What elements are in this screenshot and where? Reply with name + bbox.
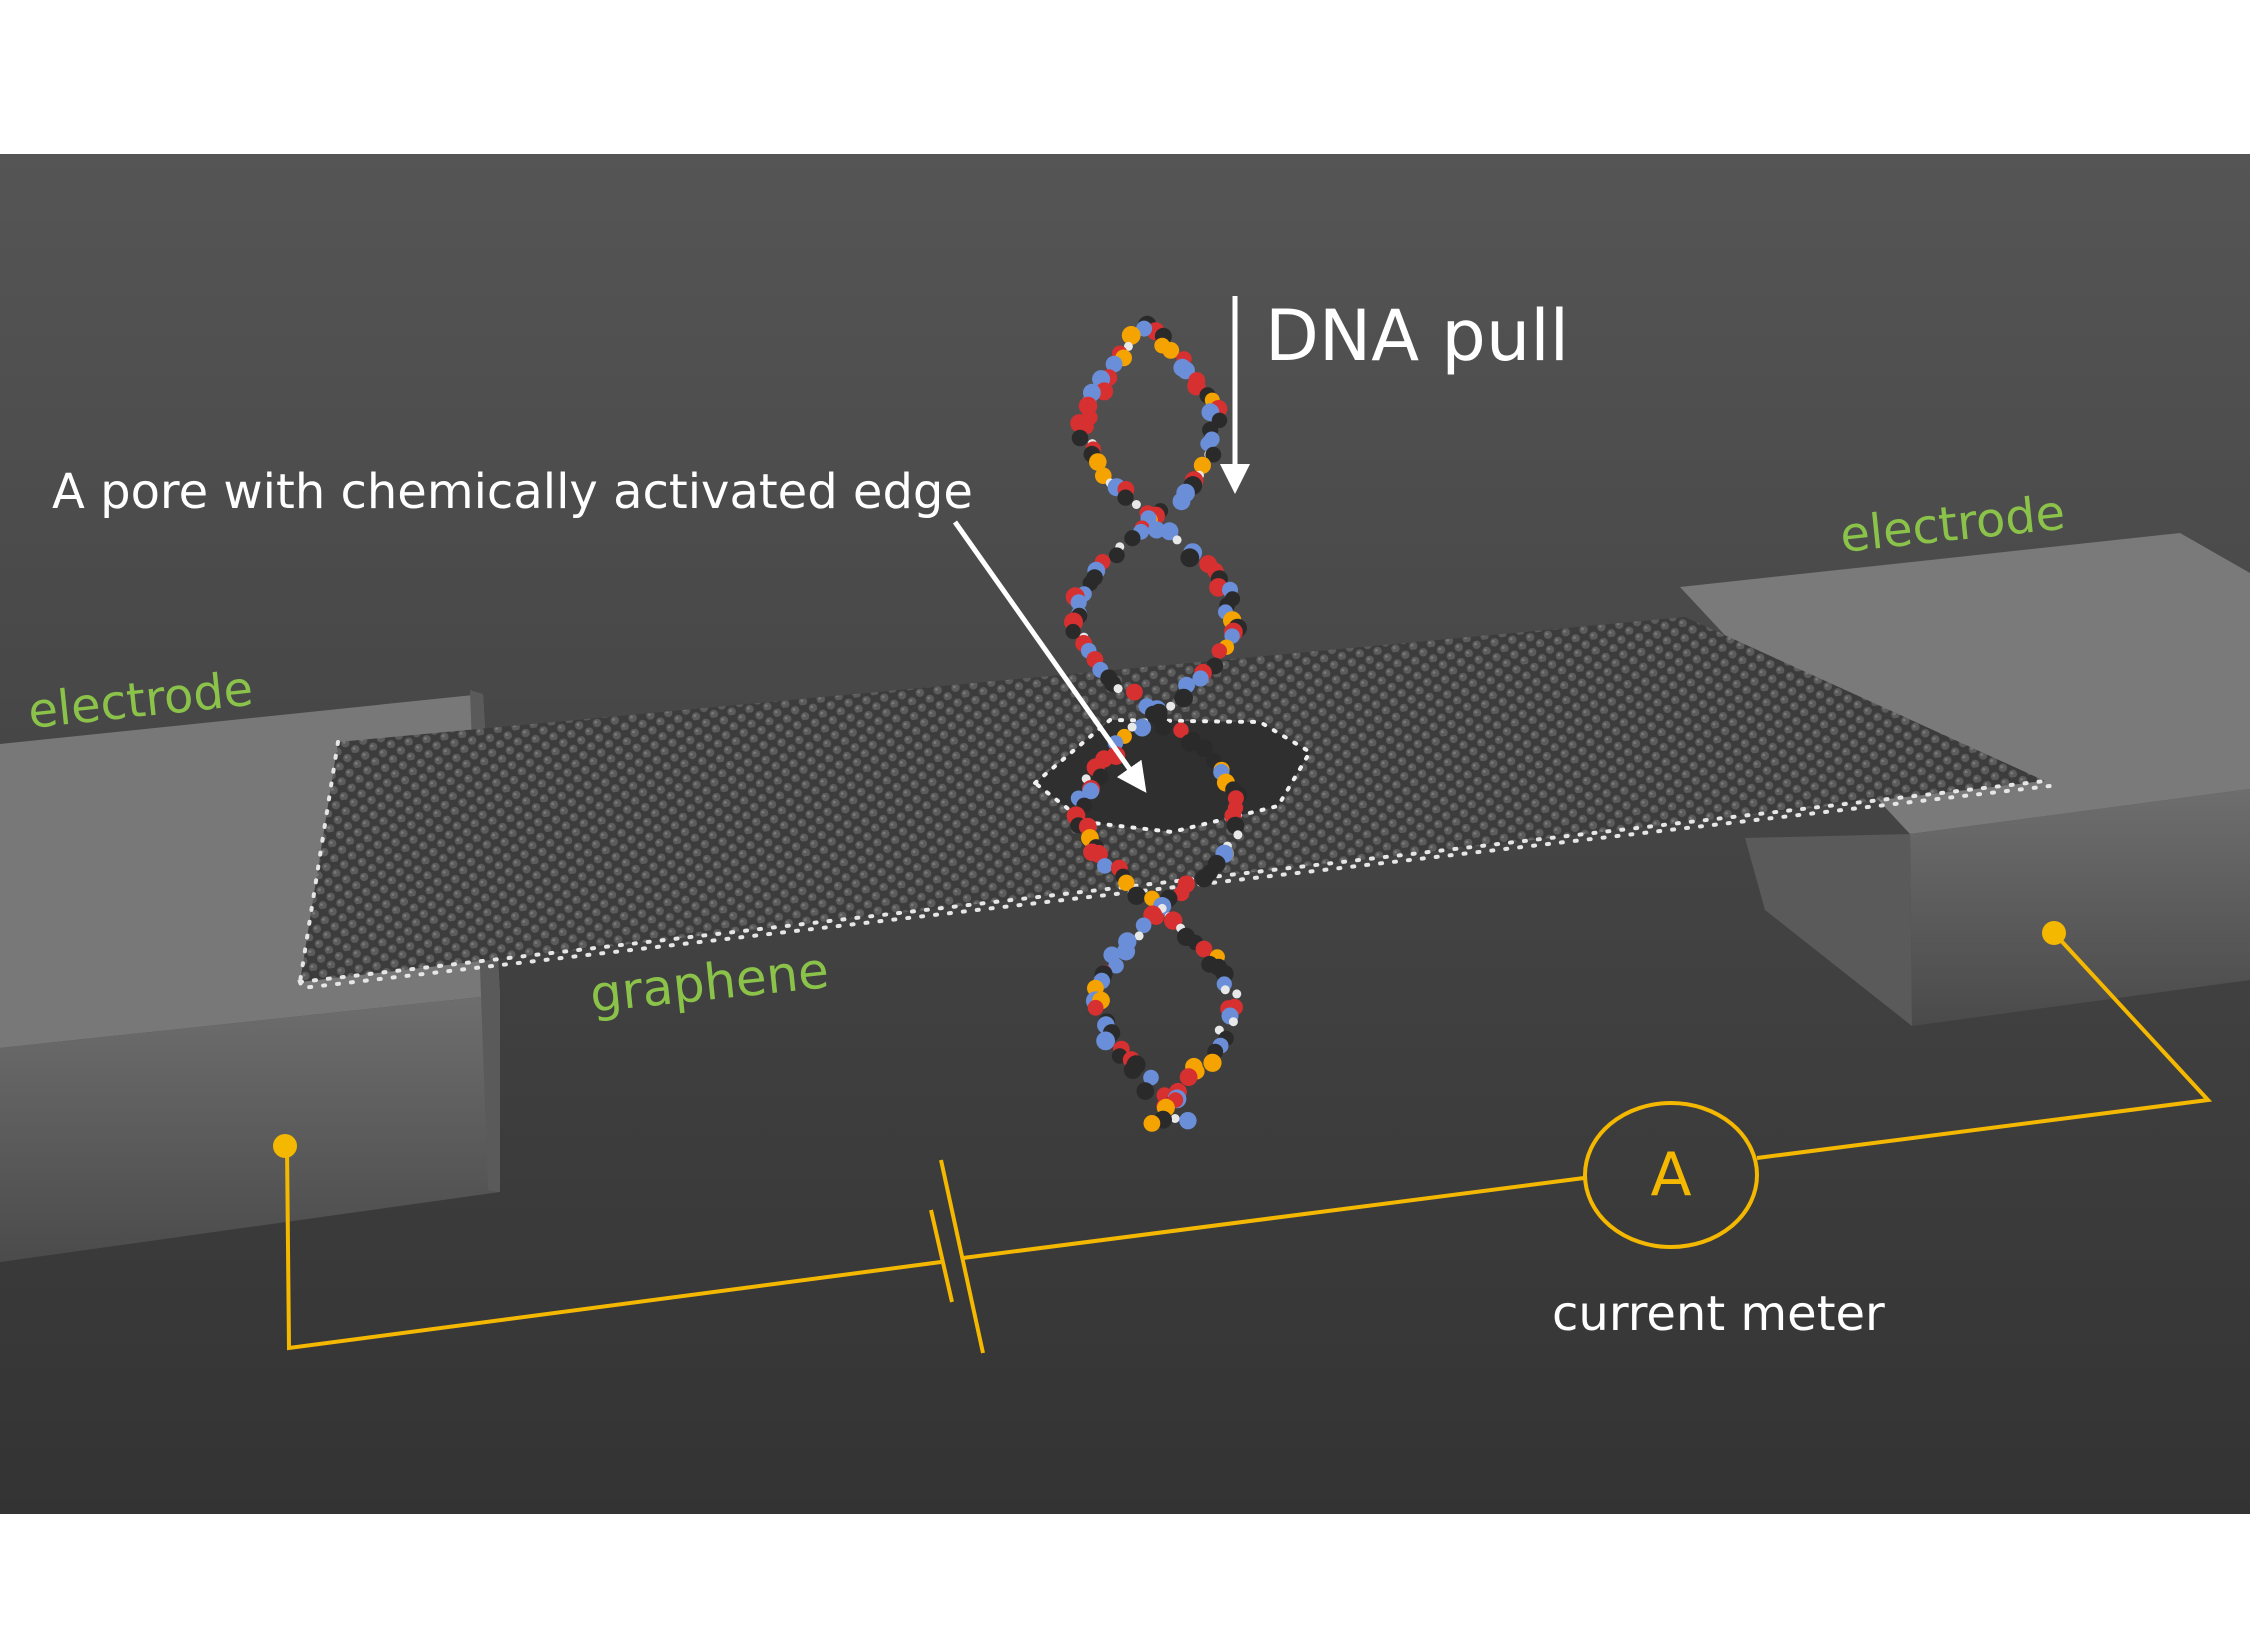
dna-atom [1143,1115,1161,1132]
dna-atom [1134,931,1144,941]
dna-atom [1173,885,1190,902]
circuit-wire-left [285,1145,942,1351]
dna-atom [1160,522,1179,541]
dna-atom [1180,548,1200,568]
dna-atom [1133,718,1152,737]
dna-atom [1203,1053,1222,1072]
dna-atom [1148,521,1166,539]
dna-atom [1108,547,1125,564]
dna-atom [1226,816,1245,835]
graphene-edge [297,778,2055,991]
dna-atom [1123,341,1133,351]
dna-atom [1143,1069,1159,1086]
dna-atom [1232,989,1242,999]
dna-atom [1195,739,1213,758]
dna-atom [1127,722,1137,732]
dna-atom [1123,1061,1142,1079]
dna-atom [1162,342,1180,359]
dna-atom [1220,985,1230,995]
label-current-meter: current meter [1552,1286,1885,1342]
battery-plate-short [929,1209,954,1303]
dna-atom [1155,719,1172,736]
battery-plate-long [939,1159,985,1354]
dna-atom [1195,940,1213,958]
circuit-wire-right [1756,931,2213,1160]
dna-atom [1205,446,1222,463]
dna-atom [1177,361,1195,380]
dna-strand [1064,315,1248,1132]
dna-atom [1092,768,1109,785]
graphene-sheet [297,617,2055,991]
dna-atom [1070,594,1087,611]
dna-atom [1124,530,1141,547]
dna-atom [1113,684,1123,694]
dna-atom [1065,623,1081,640]
dna-atom [1193,456,1211,474]
dna-atom [1116,942,1136,961]
dna-atom [1173,722,1189,738]
dna-atom [1172,535,1182,545]
dna-atom [1126,683,1143,701]
dna-atom [1096,1031,1115,1051]
dna-atom [1082,782,1100,800]
dna-atom [1174,688,1193,708]
dna-atom [1233,830,1243,840]
label-dna-pull: DNA pull [1265,295,1569,377]
dna-atom [1148,910,1164,925]
circuit-wire-middle [962,1176,1585,1260]
dna-atom [1087,999,1104,1016]
dna-atom [1166,701,1176,711]
dna-atom [1118,874,1135,891]
dna-atom [1117,489,1134,506]
dna-atom [1121,326,1141,345]
terminal-left-dot [273,1134,297,1158]
terminal-right-dot [2042,921,2066,945]
ammeter-circle [1583,1101,1759,1249]
dna-atom [1211,643,1228,659]
dna-atom [1179,1068,1198,1086]
dna-atom [1108,958,1124,974]
dna-atom [1136,1082,1155,1100]
dna-atom [1170,1114,1180,1123]
pore-pointer-arrow [952,520,1147,793]
dna-atom [1131,500,1141,509]
dna-atom [1179,1112,1197,1130]
dna-atom [1135,917,1152,934]
dna-atom [1089,453,1107,471]
dna-atom [1172,492,1191,511]
label-ammeter-symbol: A [1650,1140,1691,1210]
dna-atom [1071,429,1089,447]
dna-atom [1180,734,1199,752]
dna-atom [1228,1017,1238,1027]
dna-atom [1105,355,1123,373]
dna-atom [1097,858,1113,874]
dna-atom [1192,670,1209,687]
dna-atom [1127,886,1146,905]
label-pore: A pore with chemically activated edge [52,464,973,520]
dna-atom [1195,869,1214,888]
electrode-right-block [1680,533,2250,1026]
circuit [285,931,2213,1354]
dna-atom [1145,705,1161,722]
